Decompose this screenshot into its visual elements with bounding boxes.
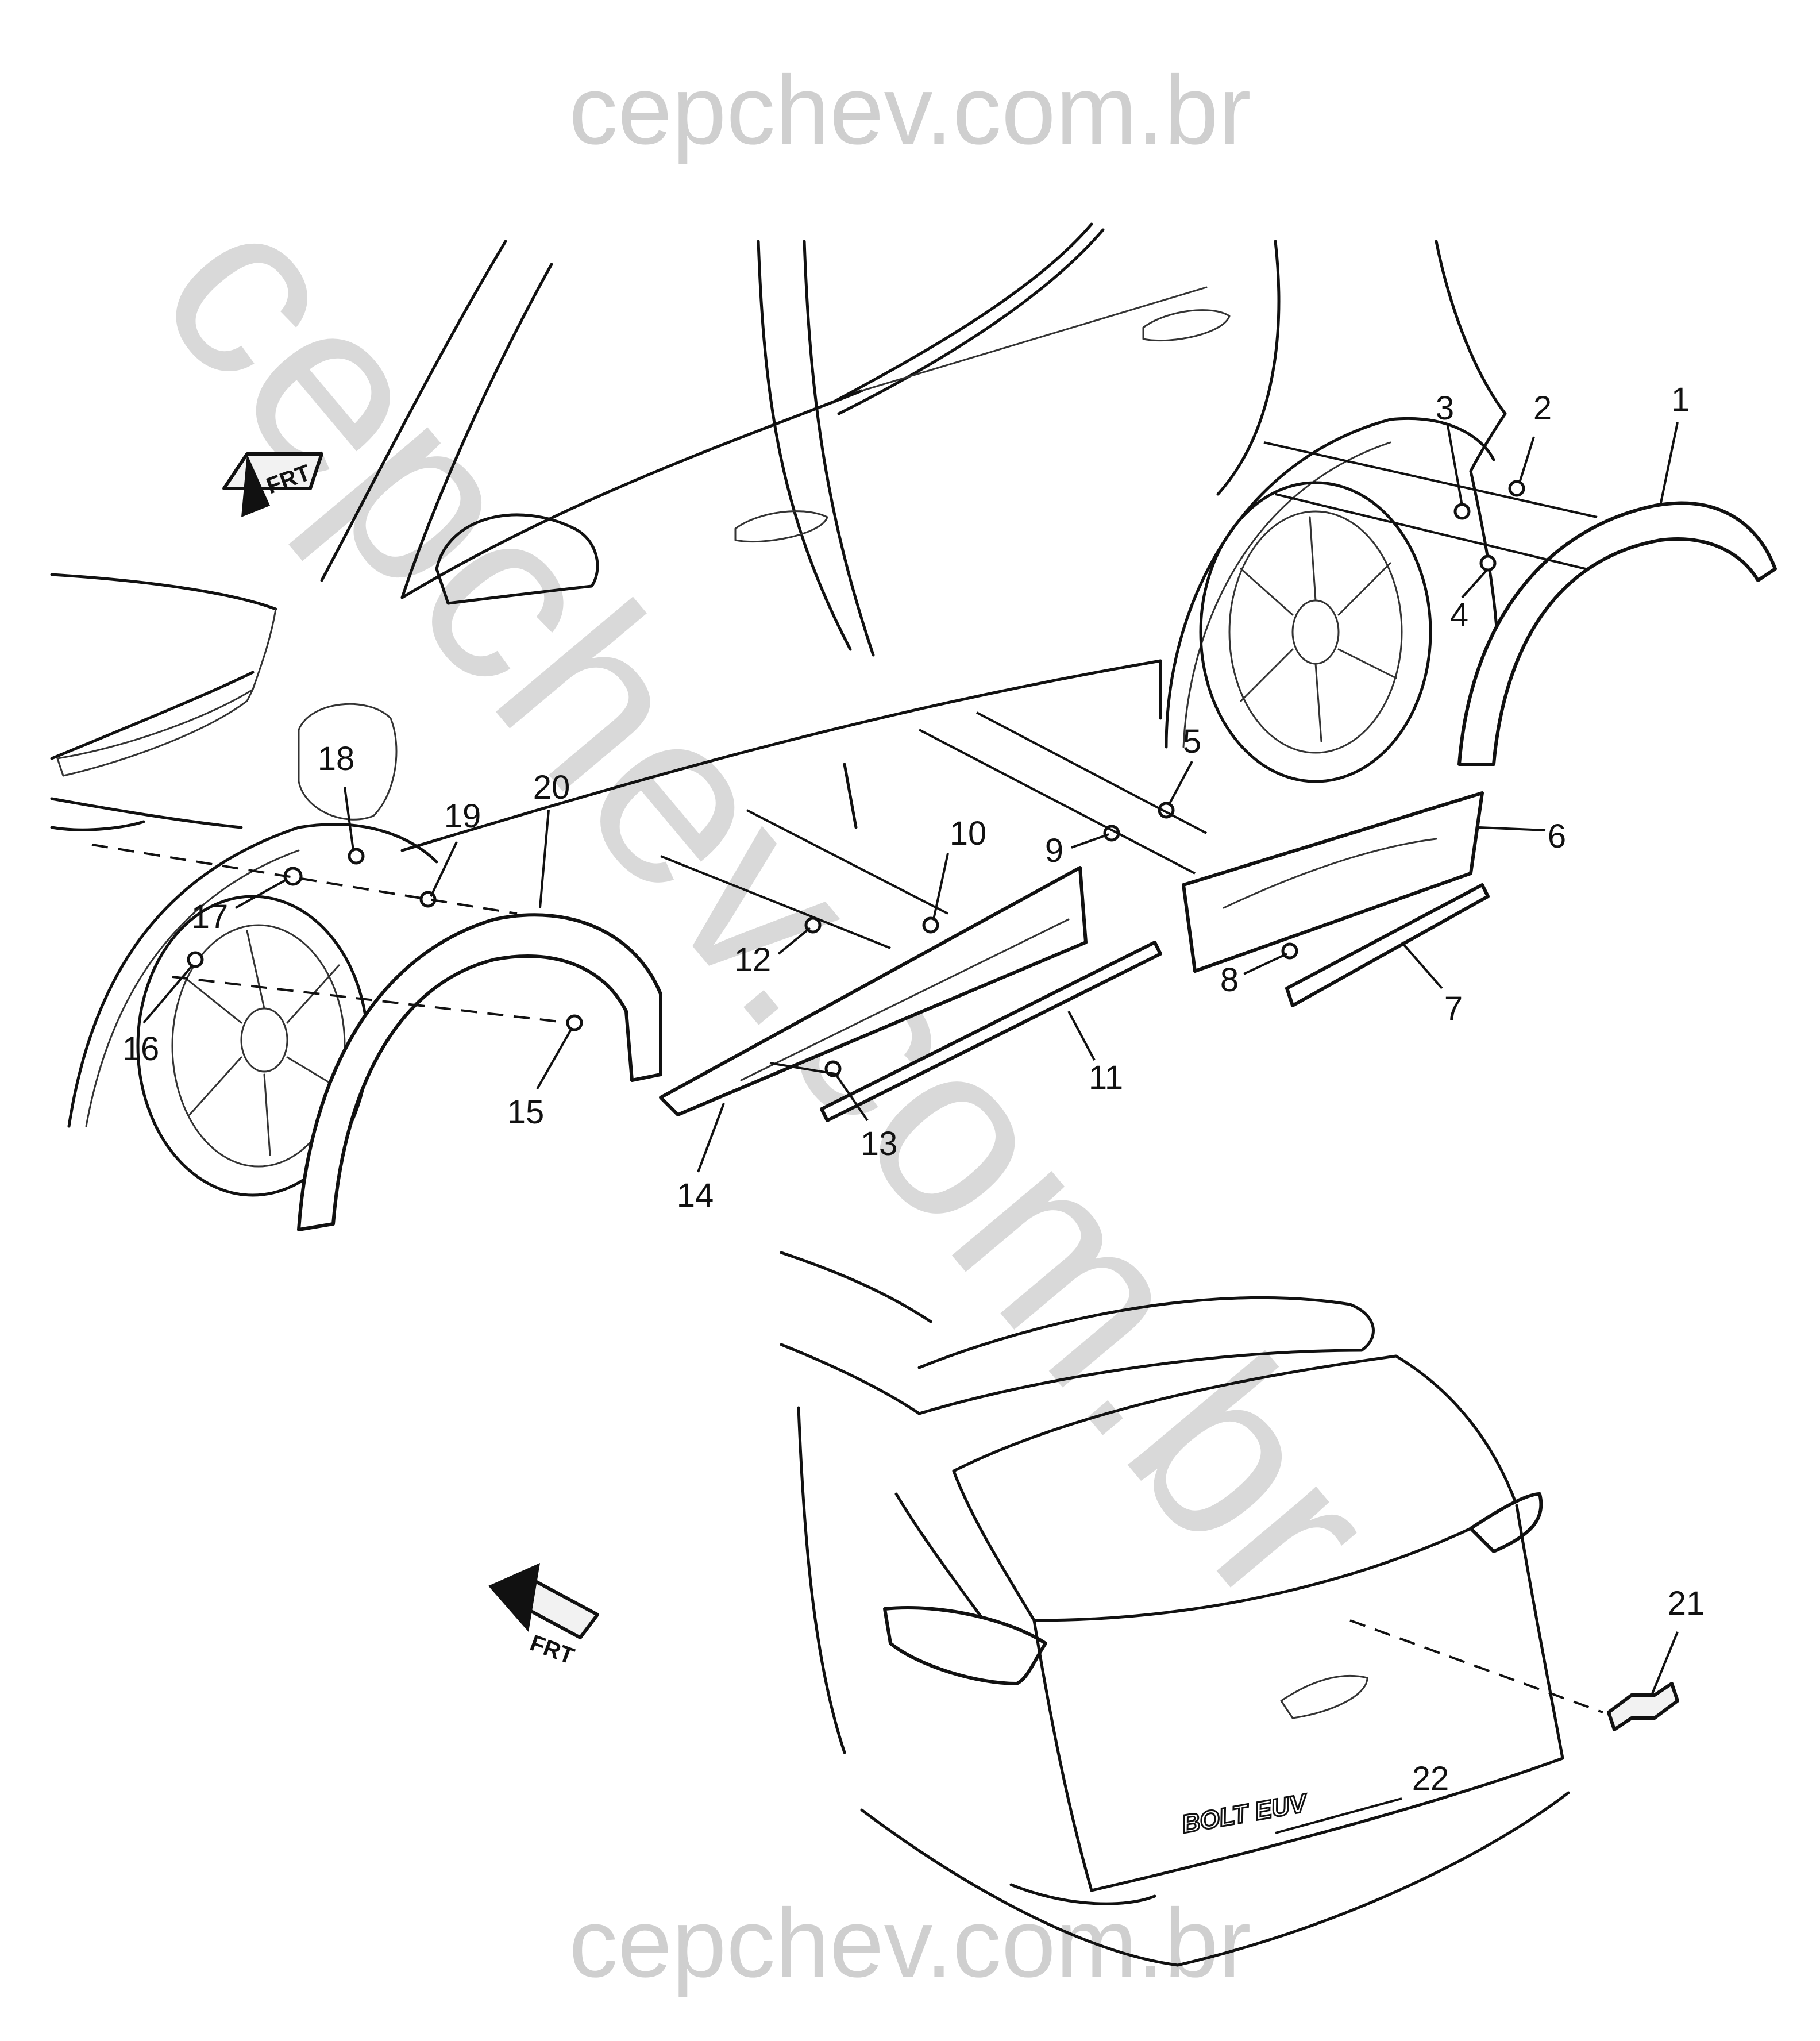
- callout-19: 19: [444, 798, 481, 835]
- callout-8: 8: [1220, 961, 1239, 999]
- callout-17: 17: [191, 898, 229, 935]
- callout-1: 1: [1671, 381, 1690, 418]
- callout-2: 2: [1533, 390, 1552, 427]
- watermark-bottom: cepchev.com.br: [569, 1889, 1251, 1998]
- rear-wheel: [1199, 481, 1432, 783]
- callout-20: 20: [533, 769, 570, 806]
- part-7-rear-door-retainer: [1285, 883, 1490, 1007]
- callout-leaders: [142, 422, 1679, 1834]
- callout-7: 7: [1444, 990, 1463, 1027]
- part-11-front-door-retainer: [820, 941, 1162, 1122]
- fasteners: [187, 480, 1525, 1077]
- callout-21: 21: [1668, 1585, 1705, 1622]
- callout-22: 22: [1412, 1760, 1449, 1797]
- callout-13: 13: [861, 1125, 898, 1162]
- callout-16: 16: [122, 1030, 160, 1068]
- callout-11: 11: [1089, 1059, 1123, 1096]
- callout-4: 4: [1450, 596, 1468, 634]
- badge-text: BOLT EUV: [1179, 1789, 1310, 1839]
- part-14-front-door-molding: [659, 866, 1088, 1116]
- part-21-bowtie-emblem: [1607, 1682, 1679, 1731]
- callout-labels: 1 2 3 4 5 6 7 8 9 10 11 12 13 14 15 16 1…: [122, 381, 1705, 1797]
- callout-10: 10: [950, 815, 987, 852]
- callout-15: 15: [507, 1093, 545, 1131]
- part-1-rear-wheel-arch-molding: [1457, 501, 1777, 766]
- vehicle-rear-view: [780, 1251, 1570, 1967]
- frt-label-rear: FRT: [527, 1630, 577, 1669]
- part-22-bolt-euv-badge: BOLT EUV: [1179, 1788, 1312, 1839]
- watermark-top: cepchev.com.br: [569, 56, 1251, 165]
- tail-lamp-right: [1469, 1492, 1543, 1553]
- frt-arrow-side: FRT: [222, 452, 323, 517]
- assembly-lines: [91, 441, 1603, 1713]
- callout-6: 6: [1548, 818, 1566, 855]
- part-20-front-wheel-arch-molding: [297, 913, 662, 1231]
- frt-arrow-rear: FRT: [488, 1563, 599, 1669]
- callout-12: 12: [734, 941, 772, 979]
- callout-18: 18: [318, 740, 355, 777]
- callout-5: 5: [1183, 723, 1201, 760]
- callout-9: 9: [1045, 832, 1063, 869]
- part-6-rear-door-molding: [1182, 791, 1484, 973]
- callout-3: 3: [1436, 390, 1454, 427]
- tail-lamp-left: [883, 1606, 1047, 1685]
- vehicle-side-view: [50, 222, 1507, 1197]
- callout-14: 14: [677, 1177, 714, 1214]
